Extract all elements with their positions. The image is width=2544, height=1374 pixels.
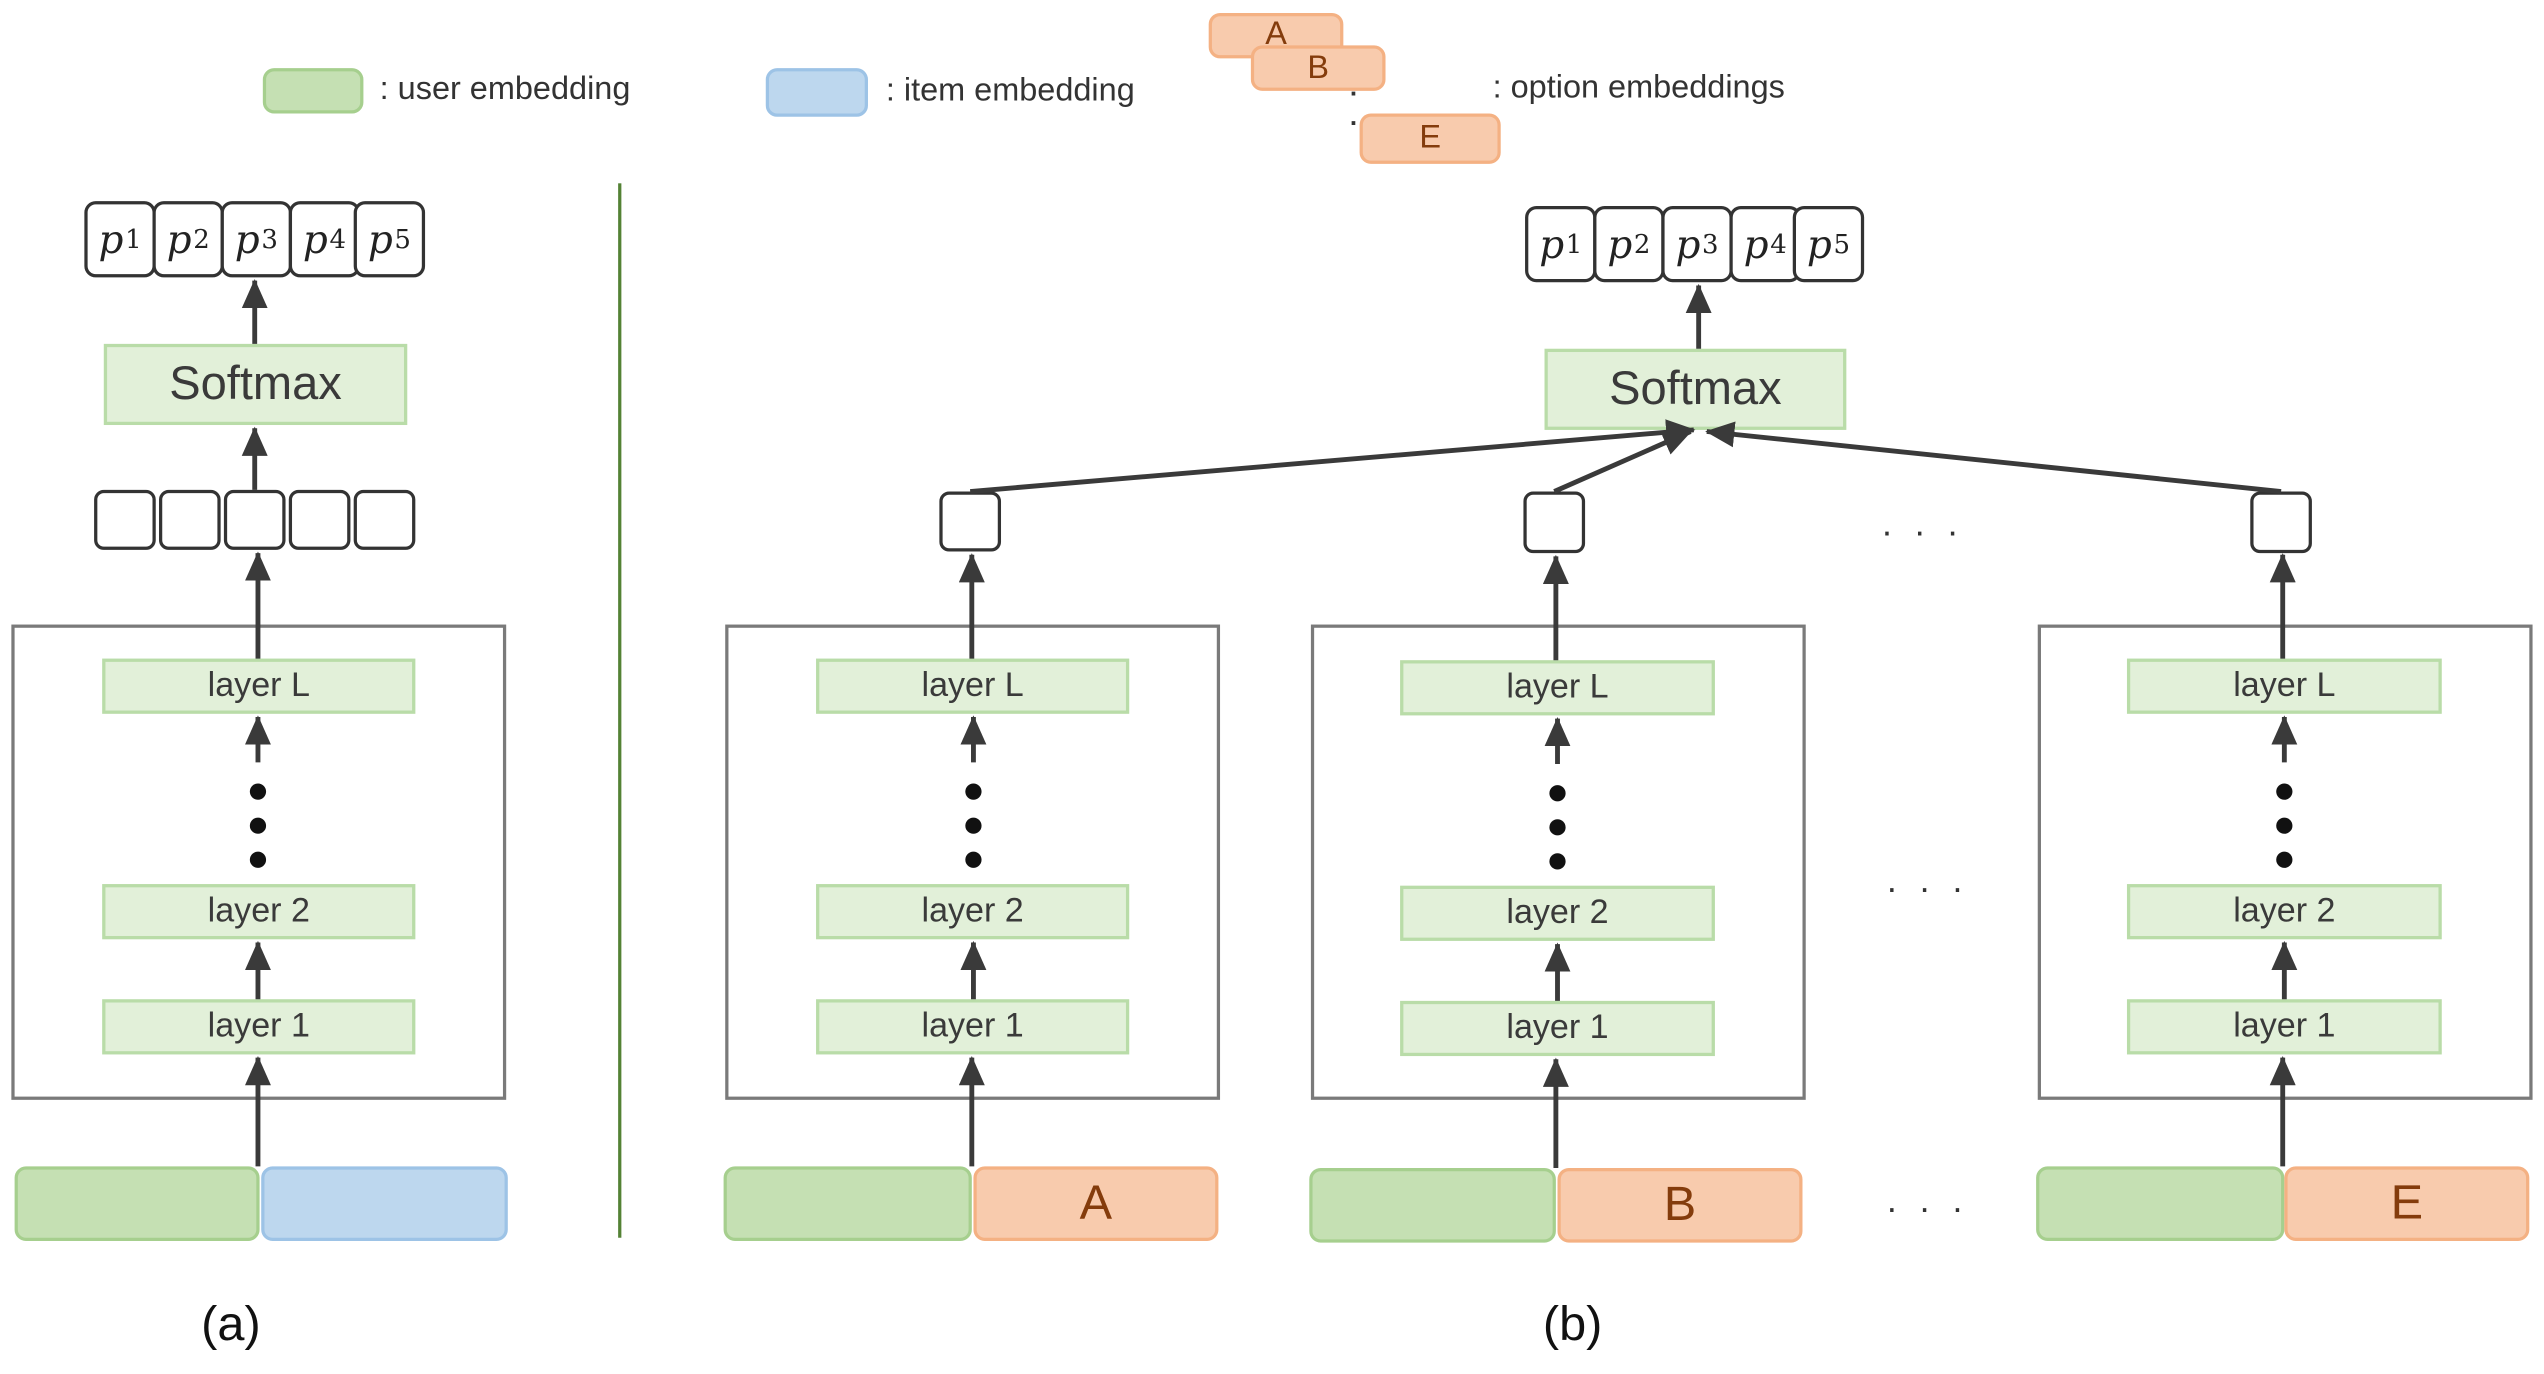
dots-a [249, 783, 267, 800]
tower-e-score [2250, 491, 2312, 554]
tower-a-layer-l: layer L [816, 658, 1130, 714]
tower-e-user-embedding [2036, 1166, 2285, 1241]
tower-b-layer-1: layer 1 [1400, 1000, 1715, 1057]
panel-a-layer-l: layer L [102, 658, 416, 714]
panel-divider [618, 183, 622, 1238]
tower-e-layer-1: layer 1 [2126, 999, 2442, 1055]
tower-a-layer-2: layer 2 [816, 884, 1130, 940]
panel-b-caption: (b) [1542, 1297, 1603, 1352]
legend-option-b: B [1250, 45, 1386, 91]
panel-a-logit-4 [288, 489, 351, 550]
panel-a-logit-1 [94, 489, 156, 550]
panel-a-softmax: Softmax [103, 343, 408, 426]
panel-a-layer-1: layer 1 [102, 999, 416, 1055]
legend-option-label: : option embeddings [1492, 69, 1785, 106]
tower-a-user-embedding [723, 1166, 972, 1241]
legend-item-swatch [765, 68, 868, 117]
panel-a-logit-5 [353, 489, 416, 550]
panel-a-logit-3 [223, 489, 286, 550]
ellipsis-embeddings: . . . [1886, 1179, 1969, 1220]
legend-user-label: : user embedding [379, 71, 631, 108]
tower-b-layer-l: layer L [1400, 660, 1715, 716]
panel-a-item-embedding [261, 1166, 508, 1241]
legend-user-swatch [262, 68, 364, 114]
ellipsis-towers: . . . [1886, 859, 1969, 901]
tower-b-option-embedding: B [1557, 1167, 1803, 1243]
tower-e-option-embedding: E [2284, 1166, 2530, 1241]
arrow-te-softmax [1705, 421, 2282, 494]
tower-b-user-embedding [1309, 1167, 1556, 1243]
dots-tb [1549, 785, 1566, 802]
panel-a-user-embedding [14, 1166, 260, 1241]
arrow-tb-softmax [1553, 429, 1693, 494]
ellipsis-scores: . . . [1881, 502, 1965, 544]
legend-item-label: : item embedding [885, 72, 1135, 109]
panel-b-softmax: Softmax [1544, 348, 1847, 430]
legend-option-dots: .. [1349, 74, 1364, 132]
tower-e-layer-l: layer L [2126, 658, 2442, 714]
tower-b-score [1523, 491, 1586, 554]
tower-e-layer-2: layer 2 [2126, 884, 2442, 940]
dots-ta [965, 783, 982, 800]
tower-b-layer-2: layer 2 [1400, 885, 1715, 941]
legend-option-e: E [1359, 113, 1501, 164]
panel-a-caption: (a) [201, 1297, 261, 1352]
panel-a-logit-2 [158, 489, 221, 550]
arrow-ta-softmax [969, 419, 1696, 494]
tower-a-option-embedding: A [973, 1166, 1219, 1241]
panel-a-layer-2: layer 2 [102, 884, 416, 940]
dots-te [2276, 783, 2293, 800]
tower-a-layer-1: layer 1 [816, 999, 1130, 1055]
tower-a-score [939, 491, 1002, 552]
